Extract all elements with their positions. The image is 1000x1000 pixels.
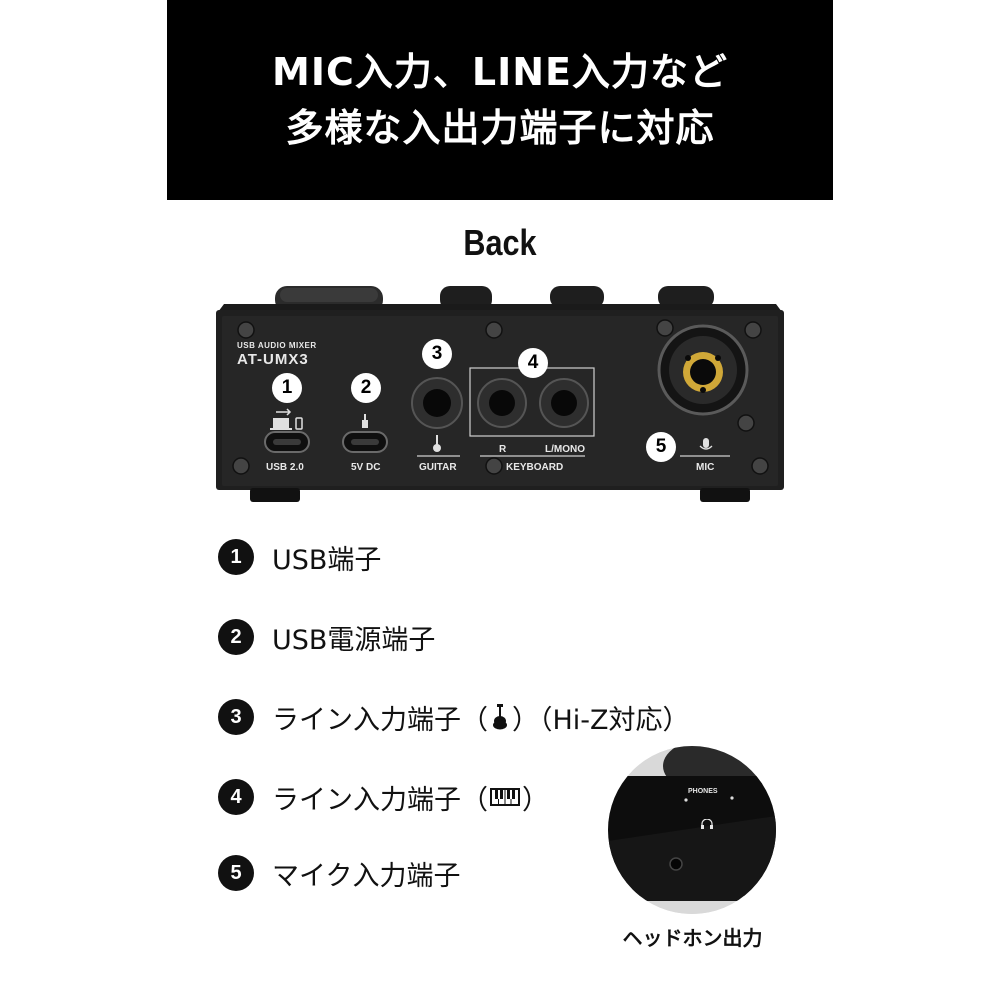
legend-number-2: 2 (218, 619, 254, 655)
legend-number-4: 4 (218, 779, 254, 815)
legend-text-3-after: ）（Hi-Z対応） (512, 704, 690, 736)
device-body-graphic (216, 286, 784, 502)
legend-text-5: マイク入力端子 (272, 860, 461, 892)
phones-panel-label: PHONES (688, 788, 718, 795)
legend-text-4-after: ） (522, 784, 549, 816)
legend-text-4: ライン入力端子（ ） (272, 778, 549, 817)
legend-text-1: USB端子 (272, 544, 382, 576)
jack-label-r: R (499, 444, 507, 455)
headphones-icon (701, 814, 713, 833)
header-banner: MIC入力、LINE入力など 多様な入出力端子に対応 (167, 0, 833, 200)
header-title-line-2: 多様な入出力端子に対応 (285, 106, 715, 150)
legend-item-1: 1 USB端子 (218, 537, 381, 577)
port-badge-1: 1 (272, 373, 302, 403)
device-brand-label: USB AUDIO MIXER (237, 341, 317, 350)
port-badge-3: 3 (422, 339, 452, 369)
guitar-icon (490, 704, 510, 730)
legend-text-3: ライン入力端子（ ）（Hi-Z対応） (272, 698, 690, 737)
device-back-panel: USB AUDIO MIXER AT-UMX3 1 2 3 4 5 USB 2.… (210, 280, 790, 505)
legend-text-2: USB電源端子 (272, 624, 436, 656)
legend-text-4-before: ライン入力端子（ (272, 784, 488, 816)
legend-number-3: 3 (218, 699, 254, 735)
header-title-line-1: MIC入力、LINE入力など (272, 50, 728, 94)
phones-closeup-graphic (608, 746, 776, 914)
legend-item-4: 4 ライン入力端子（ ） (218, 777, 549, 817)
keyboard-icon (490, 787, 520, 807)
port-badge-4: 4 (518, 348, 548, 378)
port-label-keyboard: KEYBOARD (506, 462, 564, 473)
phones-caption: ヘッドホン出力 (622, 926, 763, 950)
port-label-mic: MIC (696, 462, 715, 473)
port-badge-5: 5 (646, 432, 676, 462)
port-label-dc: 5V DC (351, 462, 381, 473)
port-label-guitar: GUITAR (419, 462, 457, 473)
legend-text-3-before: ライン入力端子（ (272, 704, 488, 736)
legend-number-5: 5 (218, 855, 254, 891)
phones-closeup: PHONES (608, 746, 776, 914)
jack-label-lmono: L/MONO (545, 444, 585, 455)
legend-item-2: 2 USB電源端子 (218, 617, 435, 657)
port-label-usb: USB 2.0 (266, 462, 304, 473)
legend-item-5: 5 マイク入力端子 (218, 853, 460, 893)
port-badge-2: 2 (351, 373, 381, 403)
legend-number-1: 1 (218, 539, 254, 575)
device-model-label: AT-UMX3 (237, 351, 309, 368)
back-title: Back (463, 222, 537, 263)
legend-item-3: 3 ライン入力端子（ ）（Hi-Z対応） (218, 697, 690, 737)
